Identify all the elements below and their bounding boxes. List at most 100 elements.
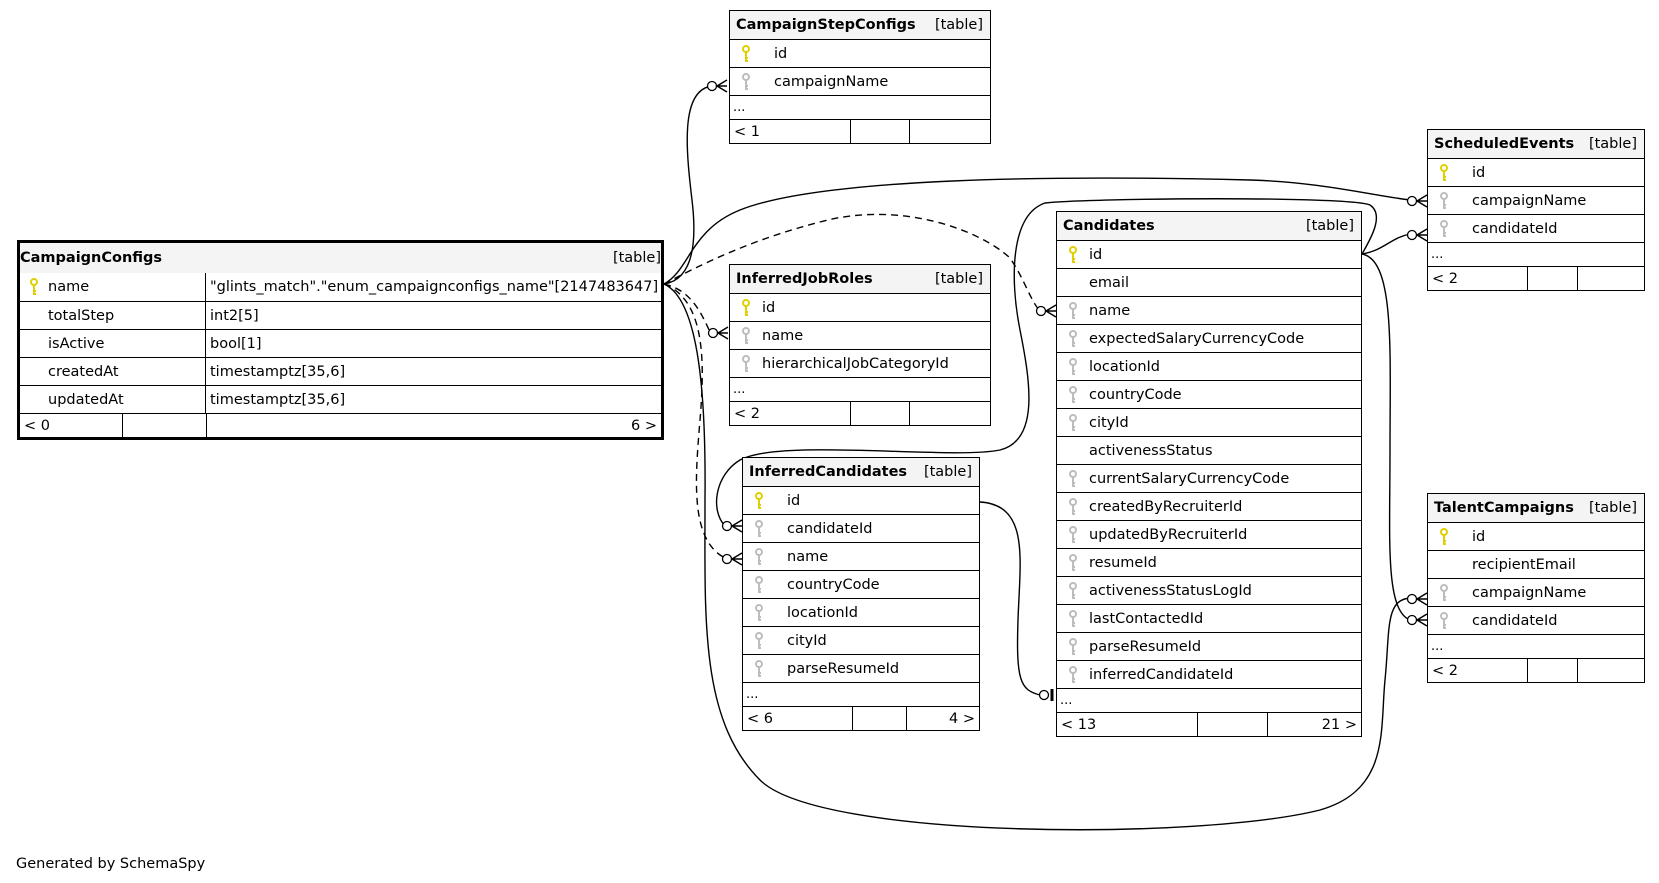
column-row[interactable]: candidateId <box>1428 214 1644 242</box>
more-columns[interactable]: ... <box>730 377 990 401</box>
column-row[interactable]: campaignName <box>1428 578 1644 606</box>
footer-spacer <box>851 707 906 730</box>
column-row[interactable]: createdByRecruiterId <box>1057 492 1361 520</box>
foreign-key-icon <box>1067 469 1079 488</box>
column-row[interactable]: locationId <box>743 598 979 626</box>
parents-count[interactable]: < 2 <box>1432 270 1458 287</box>
crowfoot-icon <box>716 79 728 93</box>
column-row[interactable]: locationId <box>1057 352 1361 380</box>
parents-count[interactable]: < 1 <box>734 123 760 140</box>
table-footer: < 0 6 > <box>20 413 661 437</box>
children-count[interactable]: 21 > <box>1266 713 1361 736</box>
more-columns[interactable]: ... <box>1428 242 1644 266</box>
children-count[interactable]: 6 > <box>206 414 661 437</box>
column-name: candidateId <box>1472 612 1558 629</box>
column-row[interactable]: campaignName <box>730 67 990 95</box>
column-row[interactable]: name <box>730 321 990 349</box>
table-name: CampaignStepConfigs <box>736 17 916 33</box>
table-footer: < 2 <box>730 401 990 425</box>
parents-count[interactable]: < 13 <box>1061 716 1097 733</box>
column-row[interactable]: recipientEmail <box>1428 550 1644 578</box>
column-type: timestamptz[35,6] <box>210 363 346 380</box>
column-row[interactable]: id <box>1428 522 1644 550</box>
column-row[interactable]: email <box>1057 268 1361 296</box>
column-row[interactable]: hierarchicalJobCategoryId <box>730 349 990 377</box>
foreign-key-icon <box>1067 581 1079 600</box>
parents-count[interactable]: < 0 <box>24 417 50 434</box>
foreign-key-icon <box>753 659 765 678</box>
column-row[interactable]: parseResumeId <box>1057 632 1361 660</box>
column-row[interactable]: activenessStatus <box>1057 436 1361 464</box>
column-type: timestamptz[35,6] <box>210 391 346 408</box>
children-count[interactable] <box>909 402 990 425</box>
table-header: ScheduledEvents[table] <box>1428 130 1644 158</box>
column-row[interactable]: id <box>1057 240 1361 268</box>
column-row[interactable]: candidateId <box>1428 606 1644 634</box>
column-name: activenessStatusLogId <box>1089 582 1252 599</box>
children-count[interactable]: 4 > <box>905 707 979 730</box>
column-name: currentSalaryCurrencyCode <box>1089 470 1290 487</box>
column-row[interactable]: campaignName <box>1428 186 1644 214</box>
column-type: "glints_match"."enum_campaignconfigs_nam… <box>210 279 659 295</box>
column-row[interactable]: currentSalaryCurrencyCode <box>1057 464 1361 492</box>
column-row[interactable]: cityId <box>1057 408 1361 436</box>
column-row[interactable]: inferredCandidateId <box>1057 660 1361 688</box>
column-name: countryCode <box>1089 386 1182 403</box>
parents-count[interactable]: < 2 <box>734 405 760 422</box>
children-count[interactable] <box>1577 267 1644 290</box>
column-row[interactable]: id <box>743 486 979 514</box>
column-row[interactable]: countryCode <box>1057 380 1361 408</box>
no-key-icon <box>28 363 40 381</box>
column-row[interactable]: id <box>730 293 990 321</box>
crowfoot-icon <box>1416 194 1428 208</box>
foreign-key-icon <box>753 631 765 650</box>
column-row[interactable]: name <box>1057 296 1361 324</box>
column-row[interactable]: parseResumeId <box>743 654 979 682</box>
edge-end-circle <box>721 553 733 565</box>
primary-key-icon <box>1438 527 1450 546</box>
column-row[interactable]: activenessStatusLogId <box>1057 576 1361 604</box>
crowfoot-icon <box>1416 592 1428 606</box>
column-row[interactable]: cityId <box>743 626 979 654</box>
more-columns[interactable]: ... <box>730 95 990 119</box>
parents-count[interactable]: < 6 <box>747 710 773 727</box>
table-header: CampaignConfigs [table] <box>20 243 661 273</box>
children-count[interactable] <box>909 120 990 143</box>
more-columns[interactable]: ... <box>1428 634 1644 658</box>
column-row[interactable]: id <box>1428 158 1644 186</box>
children-count[interactable] <box>1577 659 1644 682</box>
more-columns[interactable]: ... <box>1057 688 1361 712</box>
column-row[interactable]: candidateId <box>743 514 979 542</box>
column-row[interactable]: resumeId <box>1057 548 1361 576</box>
edge-scheduledevents-candidateid <box>1361 233 1411 255</box>
column-row[interactable]: name"glints_match"."enum_campaignconfigs… <box>20 273 661 301</box>
column-row[interactable]: expectedSalaryCurrencyCode <box>1057 324 1361 352</box>
more-columns[interactable]: ... <box>743 682 979 706</box>
table-name: InferredCandidates <box>749 464 908 480</box>
table-campaignconfigs[interactable]: CampaignConfigs [table] name"glints_matc… <box>17 240 664 440</box>
column-row[interactable]: lastContactedId <box>1057 604 1361 632</box>
column-name: lastContactedId <box>1089 610 1204 627</box>
crowfoot-icon <box>731 519 743 533</box>
parents-count[interactable]: < 2 <box>1432 662 1458 679</box>
table-footer: < 13 21 > <box>1057 712 1361 736</box>
column-type: int2[5] <box>210 307 259 324</box>
column-name: name <box>762 327 804 344</box>
column-row[interactable]: name <box>743 542 979 570</box>
column-row[interactable]: updatedByRecruiterId <box>1057 520 1361 548</box>
column-row[interactable]: countryCode <box>743 570 979 598</box>
column-name: activenessStatus <box>1089 442 1213 459</box>
crowfoot-icon <box>731 552 743 566</box>
foreign-key-icon <box>1438 611 1450 630</box>
column-row[interactable]: id <box>730 39 990 67</box>
